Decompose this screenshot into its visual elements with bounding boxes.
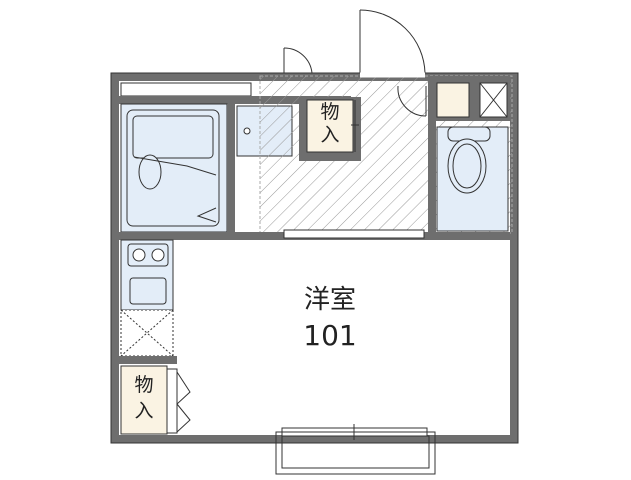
shoe-storage [436,82,470,118]
main-room-label: 洋室 [303,285,356,315]
closet-top-label-2: 入 [320,124,340,146]
closet-bottom [120,365,191,435]
closet-bottom-label-1: 物 [134,374,154,396]
inner-door-arc [397,85,427,117]
small-door [283,47,313,74]
closet-top [299,97,361,161]
closet-top-label-1: 物 [320,101,340,123]
closet-bottom-label-2: 入 [134,400,154,422]
kitchen [120,239,174,311]
entrance-door [359,9,426,78]
toilet [436,126,509,232]
balcony [275,424,436,475]
top-shelf [120,82,252,97]
fridge-space [120,309,174,357]
unit-number: 101 [303,319,357,352]
bathroom [120,103,228,233]
pipe-space [479,82,508,118]
